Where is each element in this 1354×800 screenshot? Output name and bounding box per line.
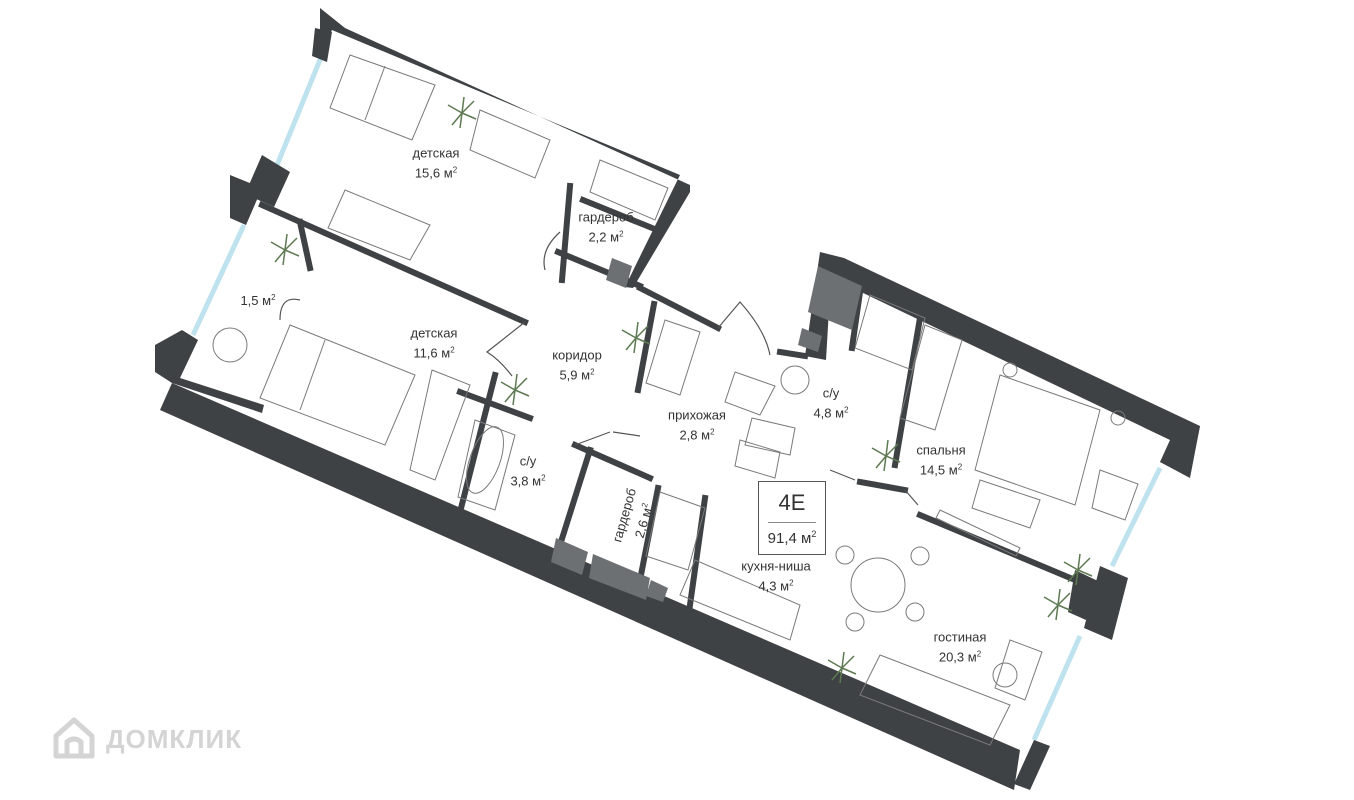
- apartment-area: 91,4 м2: [767, 529, 817, 547]
- room-label-su1: с/у 4,8 м2: [813, 384, 848, 421]
- room-area: 15,6 м2: [414, 165, 458, 181]
- room-name: гардероб: [578, 209, 634, 225]
- inner-walls: [258, 182, 1079, 609]
- watermark-text: ДОМКЛИК: [106, 724, 243, 754]
- room-area: 3,8 м2: [510, 473, 546, 489]
- room-area: 5,9 м2: [559, 367, 595, 383]
- room-name: детская: [410, 325, 458, 341]
- room-label-balc: 1,5 м2: [240, 289, 275, 309]
- room-label-kuh: кухня-ниша 4,3 м2: [741, 557, 810, 594]
- windows: [190, 54, 1163, 742]
- room-label-spal: спальня 14,5 м2: [916, 441, 965, 478]
- room-name: кухня-ниша: [741, 558, 811, 574]
- furniture: [212, 54, 1139, 746]
- room-name: прихожая: [668, 407, 726, 423]
- room-area: 20,3 м2: [938, 649, 982, 665]
- plant-icon: [270, 233, 300, 266]
- room-label-det2: детская 11,6 м2: [411, 324, 458, 361]
- plant-icon: [827, 651, 857, 684]
- watermark: ДОМКЛИК: [50, 714, 290, 764]
- doors: [279, 231, 919, 506]
- room-label-su2: с/у 3,8 м2: [510, 452, 545, 489]
- apartment-divider: [768, 522, 816, 523]
- room-name: коридор: [552, 347, 602, 363]
- outer-walls: [155, 8, 1200, 790]
- plant-icon: [500, 373, 530, 406]
- room-area: 4,8 м2: [813, 405, 849, 421]
- room-area: 14,5 м2: [919, 462, 963, 478]
- plant-icon: [1043, 588, 1073, 621]
- room-area: 1,5 м2: [240, 292, 276, 309]
- room-name: с/у: [822, 385, 840, 401]
- room-label-det1: детская 15,6 м2: [413, 144, 460, 181]
- room-label-gost: гостиная 20,3 м2: [934, 628, 987, 665]
- apartment-badge: 4E 91,4 м2: [758, 481, 826, 555]
- room-name: с/у: [519, 453, 537, 469]
- room-area: 11,6 м2: [413, 345, 455, 361]
- room-label-gard1: гардероб 2,2 м2: [578, 208, 633, 245]
- house-logo-icon: [53, 717, 95, 759]
- room-name: спальня: [916, 442, 966, 458]
- apartment-code: 4E: [778, 490, 806, 515]
- room-area: 2,8 м2: [679, 427, 715, 443]
- plants: [270, 96, 1093, 684]
- columns: [551, 258, 862, 602]
- plant-icon: [621, 321, 651, 354]
- room-area: 2,2 м2: [588, 229, 624, 245]
- room-label-kor: коридор 5,9 м2: [552, 346, 602, 383]
- plant-icon: [871, 439, 901, 472]
- room-name: детская: [412, 145, 460, 161]
- plant-icon: [447, 96, 477, 129]
- room-name: гостиная: [933, 629, 987, 645]
- room-area: 4,3 м2: [758, 578, 794, 594]
- room-label-prih: прихожая 2,8 м2: [668, 406, 726, 443]
- plant-icon: [1063, 553, 1093, 586]
